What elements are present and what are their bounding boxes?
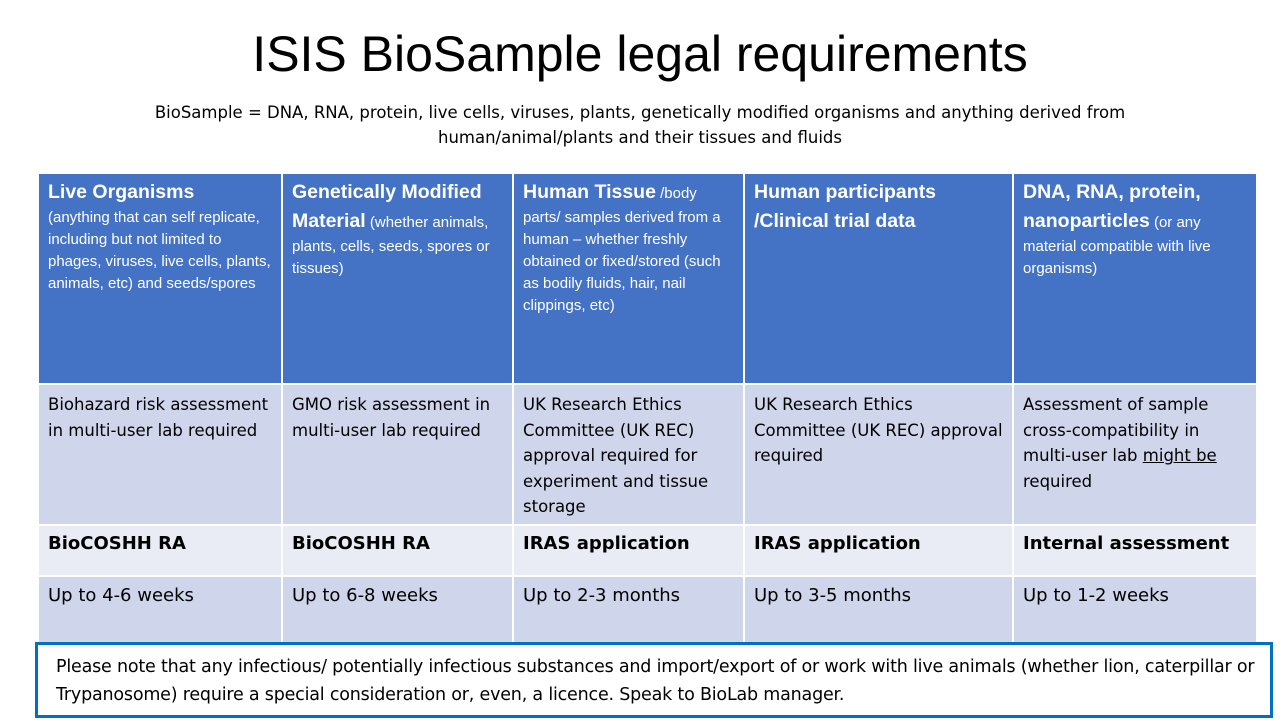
slide-title: ISIS BioSample legal requirements <box>252 26 1028 82</box>
header-title: Human Tissue <box>523 181 656 203</box>
requirement-cell: UK Research Ethics Committee (UK REC) ap… <box>512 383 745 526</box>
time-cell: Up to 6-8 weeks <box>281 575 514 647</box>
requirement-emphasis: might be <box>1142 446 1217 465</box>
form-cell: IRAS application <box>512 524 745 577</box>
header-desc: (anything that can self replicate, inclu… <box>48 209 271 292</box>
slide-subtitle: BioSample = DNA, RNA, protein, live cell… <box>154 103 1126 147</box>
form-row: BioCOSHH RA BioCOSHH RA IRAS application… <box>37 524 1258 577</box>
requirements-table: Live Organisms (anything that can self re… <box>37 172 1258 647</box>
requirement-cell: UK Research Ethics Committee (UK REC) ap… <box>743 383 1014 526</box>
header-title: Genetically Modified Material <box>292 181 482 232</box>
form-cell: BioCOSHH RA <box>37 524 283 577</box>
time-cell: Up to 4-6 weeks <box>37 575 283 647</box>
timeframe-row: Up to 4-6 weeks Up to 6-8 weeks Up to 2-… <box>37 575 1258 647</box>
header-title: Live Organisms <box>48 181 195 203</box>
time-cell: Up to 1-2 weeks <box>1012 575 1258 647</box>
header-dna-rna: DNA, RNA, protein, nanoparticles (or any… <box>1012 172 1258 385</box>
requirement-text: Assessment of sample cross-compatibility… <box>1023 395 1209 465</box>
header-title: Human participants /Clinical trial data <box>754 181 937 232</box>
category-header-row: Live Organisms (anything that can self re… <box>37 172 1258 385</box>
requirement-text: required <box>1023 471 1093 491</box>
licence-note: Please note that any infectious/ potenti… <box>35 642 1273 718</box>
header-desc: (or any material compatible with live or… <box>1023 214 1211 277</box>
requirement-row: Biohazard risk assessment in multi-user … <box>37 383 1258 526</box>
header-desc: (whether animals, plants, cells, seeds, … <box>292 214 490 277</box>
header-human-participants: Human participants /Clinical trial data <box>743 172 1014 385</box>
form-cell: IRAS application <box>743 524 1014 577</box>
requirement-cell: Assessment of sample cross-compatibility… <box>1012 383 1258 526</box>
header-gm-material: Genetically Modified Material (whether a… <box>281 172 514 385</box>
time-cell: Up to 2-3 months <box>512 575 745 647</box>
header-title: DNA, RNA, protein, nanoparticles <box>1023 181 1201 232</box>
form-cell: BioCOSHH RA <box>281 524 514 577</box>
requirement-cell: GMO risk assessment in multi-user lab re… <box>281 383 514 526</box>
header-human-tissue: Human Tissue /body parts/ samples derive… <box>512 172 745 385</box>
header-live-organisms: Live Organisms (anything that can self re… <box>37 172 283 385</box>
time-cell: Up to 3-5 months <box>743 575 1014 647</box>
requirement-cell: Biohazard risk assessment in multi-user … <box>37 383 283 526</box>
header-desc: /body parts/ samples derived from a huma… <box>523 185 721 314</box>
form-cell: Internal assessment <box>1012 524 1258 577</box>
